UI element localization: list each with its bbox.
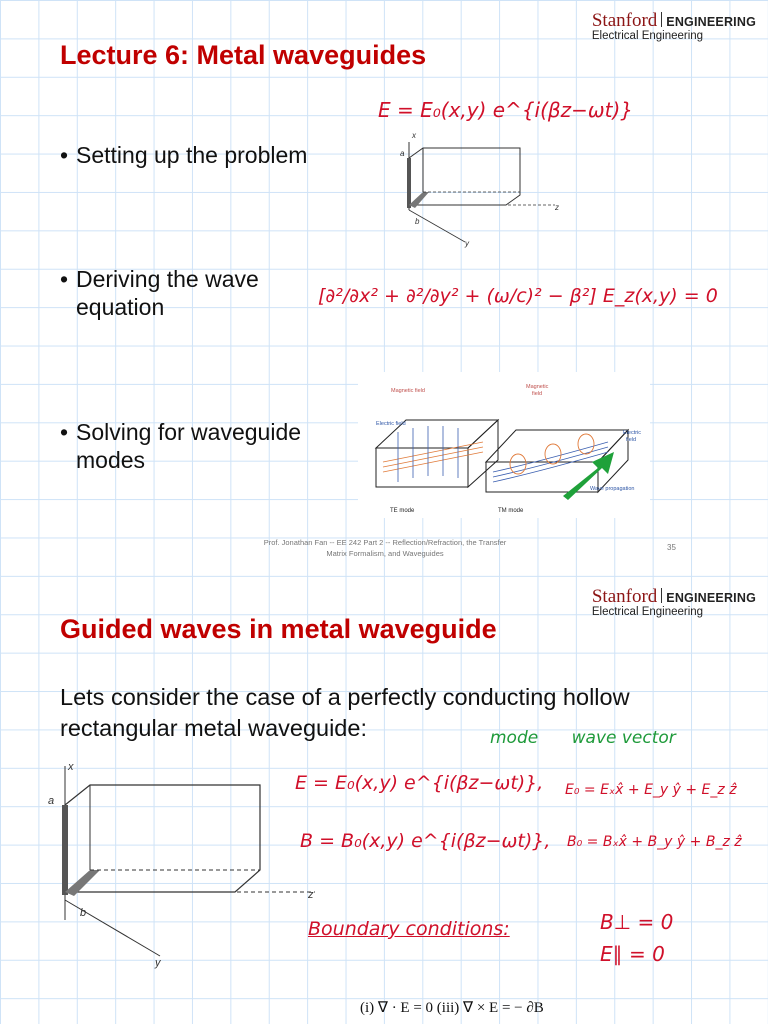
axis-x-label: x [67,761,74,773]
slide-footer: Prof. Jonathan Fan -- EE 242 Part 2 -- R… [230,537,540,559]
stanford-engineering-logo: Stanford ENGINEERING Electrical Engineeri… [592,586,756,618]
bullet-text: Solving for waveguide [76,419,302,445]
waveguide-diagram-small: x a z b y [395,130,570,250]
bullet-text: Deriving the wave [76,266,259,292]
slide-guided-waves: Stanford ENGINEERING Electrical Engineeri… [0,570,768,1024]
handwritten-E0-components: E₀ = Eₓx̂ + E_y ŷ + E_z ẑ [565,782,737,798]
label-tm-mode: TM mode [498,508,524,514]
paragraph-line-2: rectangular metal waveguide: [60,715,367,741]
handwritten-field-equation: E = E₀(x,y) e^{i(βz−ωt)} [378,98,634,122]
handwritten-boundary-conditions: Boundary conditions: [308,918,510,940]
annotation-wave-vector: wave vector [571,728,676,748]
label-te-mode: TE mode [390,508,415,514]
label-electric-field-te: Electric field [376,421,406,427]
slide-title: Guided waves in metal waveguide [60,614,497,644]
footer-line-2: Matrix Formalism, and Waveguides [326,549,444,558]
axis-z-label: z [554,203,559,212]
page-number: 35 [667,543,676,552]
label-b: b [80,907,86,919]
handwritten-bc-B-perp: B⊥ = 0 [600,910,674,934]
logo-department: Electrical Engineering [591,606,704,618]
maxwell-equations: (i) ∇ · E = 0 (iii) ∇ × E = − ∂B [360,1000,544,1016]
bullet-setting-up: •Setting up the problem [60,142,308,168]
axis-x-label: x [411,131,417,140]
label-wave-propagation: Wave propagation [590,486,634,492]
logo-engineering: ENGINEERING [666,15,756,29]
waveguide-diagram-large: x a z b y [40,760,330,970]
bullet-deriving: •Deriving the wave equation [60,266,259,320]
bullet-solving: •Solving for waveguide modes [60,419,302,473]
logo-engineering: ENGINEERING [666,591,756,605]
handwritten-B0-components: B₀ = Bₓx̂ + B_y ŷ + B_z ẑ [567,834,742,850]
handwritten-E-field: E = E₀(x,y) e^{i(βz−ωt)}, [295,772,544,794]
bullet-text-cont: modes [76,447,146,473]
label-magnetic-field-tm: Magnetic [526,384,549,390]
annotation-mode-text: mode [490,728,539,748]
slide-lecture-6: Stanford ENGINEERING Electrical Engineeri… [60,10,756,559]
label-b: b [415,217,420,226]
slide-title: Lecture 6: Metal waveguides [60,40,427,70]
axis-z-label: z [307,889,314,901]
footer-line-1: Prof. Jonathan Fan -- EE 242 Part 2 -- R… [263,538,507,547]
handwritten-bc-E-parallel: E∥ = 0 [600,942,665,966]
waveguide-modes-figure: Magnetic field Magnetic field Electric f… [358,372,650,518]
label-electric-field-tm-2: field [626,437,636,443]
axis-y-label: y [154,957,162,969]
label-magnetic-field-te: Magnetic field [391,388,425,394]
axis-y-label: y [464,239,470,248]
logo-stanford: Stanford [591,10,658,31]
stanford-engineering-logo: Stanford ENGINEERING Electrical Engineeri… [592,10,756,42]
label-electric-field-tm: Electric [623,430,641,436]
handwritten-B-field: B = B₀(x,y) e^{i(βz−ωt)}, [300,830,551,852]
handwritten-wave-equation: [∂²/∂x² + ∂²/∂y² + (ω/c)² − β²] E_z(x,y)… [318,285,718,307]
logo-stanford: Stanford [591,586,658,607]
annotation-mode: mode wave vector [490,728,676,748]
label-a: a [400,149,405,158]
intro-paragraph: Lets consider the case of a perfectly co… [60,682,760,744]
label-magnetic-field-tm-2: field [532,391,542,397]
label-a: a [48,795,54,807]
logo-department: Electrical Engineering [591,30,704,42]
bullet-text: Setting up the problem [76,142,308,168]
bullet-text-cont: equation [76,294,165,320]
paragraph-line-1: Lets consider the case of a perfectly co… [60,684,630,710]
